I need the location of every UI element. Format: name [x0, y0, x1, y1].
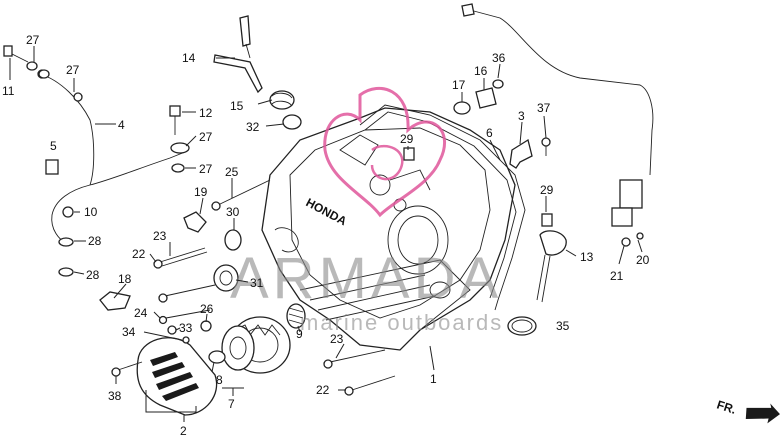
- bracket-3: [509, 138, 533, 169]
- o-ring-8: [208, 350, 226, 364]
- washer-34: [182, 336, 190, 344]
- oil-filter: [221, 316, 291, 374]
- clip-19: [183, 211, 207, 233]
- bolt-26: [200, 320, 212, 332]
- callout-14: 14: [182, 51, 196, 65]
- callout-2: 2: [180, 424, 187, 438]
- shift-lever-14: [213, 15, 263, 94]
- callout-33: 33: [179, 321, 193, 335]
- collar-32: [282, 114, 302, 130]
- callout-12: 12: [199, 106, 213, 120]
- gasket: [359, 104, 526, 311]
- callout-28: 28: [86, 268, 100, 282]
- callout-9: 9: [296, 327, 303, 341]
- callout-29: 29: [540, 183, 554, 197]
- callout-31: 31: [250, 276, 264, 290]
- watermark-title: ARMADA: [230, 246, 502, 311]
- callout-25: 25: [225, 165, 239, 179]
- callout-11: 11: [2, 84, 15, 98]
- callout-19: 19: [194, 185, 208, 199]
- washer-33: [167, 325, 177, 335]
- spring-15: [269, 90, 295, 110]
- callout-16: 16: [474, 64, 488, 78]
- callout-34: 34: [122, 325, 136, 339]
- callout-37: 37: [537, 101, 551, 115]
- callout-22: 22: [316, 383, 330, 397]
- watermark: ARMADA marine outboards: [230, 86, 503, 335]
- callout-27: 27: [199, 130, 213, 144]
- oil-filter-cover: [136, 337, 218, 416]
- bearing-31: [213, 264, 239, 292]
- cable-4: [37, 69, 186, 277]
- callout-38: 38: [108, 389, 122, 403]
- bolt-37: [541, 137, 551, 147]
- dowel-29a: [403, 147, 415, 161]
- bolt-12-assembly: [169, 105, 190, 173]
- callout-23: 23: [153, 229, 167, 243]
- callout-27: 27: [199, 162, 213, 176]
- callout-28: 28: [88, 234, 102, 248]
- callout-4: 4: [118, 118, 125, 132]
- sensor-cable: [461, 3, 654, 247]
- callout-6: 6: [486, 126, 493, 140]
- direction-label: FR.: [715, 398, 738, 417]
- crankcase-cover: HONDA: [261, 107, 516, 351]
- direction-arrow: FR.: [715, 398, 780, 424]
- callout-26: 26: [200, 302, 214, 316]
- callout-17: 17: [452, 78, 466, 92]
- callout-27: 27: [66, 63, 80, 77]
- callout-21: 21: [610, 269, 624, 283]
- callout-35: 35: [556, 319, 570, 333]
- callout-24: 24: [134, 306, 148, 320]
- callout-29: 29: [400, 132, 414, 146]
- callout-1: 1: [430, 372, 437, 386]
- gasket-inner: [364, 111, 517, 299]
- callout-13: 13: [580, 250, 594, 264]
- callout-30: 30: [226, 205, 240, 219]
- callout-labels: 27 11 27 4 14 15 32 12 27 27 5 10 28 28 …: [2, 33, 650, 438]
- callout-36: 36: [492, 51, 506, 65]
- dowel-29b: [541, 213, 553, 227]
- watermark-subtitle: marine outboards: [300, 310, 503, 335]
- callout-8: 8: [216, 373, 223, 387]
- top-sensor-parts: [453, 79, 504, 115]
- bolt-11-assembly: [3, 45, 50, 79]
- callout-27: 27: [26, 33, 40, 47]
- callout-22: 22: [132, 247, 146, 261]
- callout-18: 18: [118, 272, 132, 286]
- callout-23: 23: [330, 332, 344, 346]
- seal-30: [224, 229, 242, 251]
- callout-5: 5: [50, 139, 57, 153]
- clip-5: [45, 159, 59, 175]
- bracket-18: [99, 291, 131, 311]
- callout-20: 20: [636, 253, 650, 267]
- callout-15: 15: [230, 99, 244, 113]
- callout-7: 7: [228, 397, 235, 411]
- leader-lines: [9, 46, 643, 422]
- watermark-logo: [323, 86, 447, 218]
- callout-3: 3: [518, 109, 525, 123]
- callout-10: 10: [84, 205, 98, 219]
- dipstick-13: [536, 230, 567, 303]
- callout-32: 32: [246, 120, 260, 134]
